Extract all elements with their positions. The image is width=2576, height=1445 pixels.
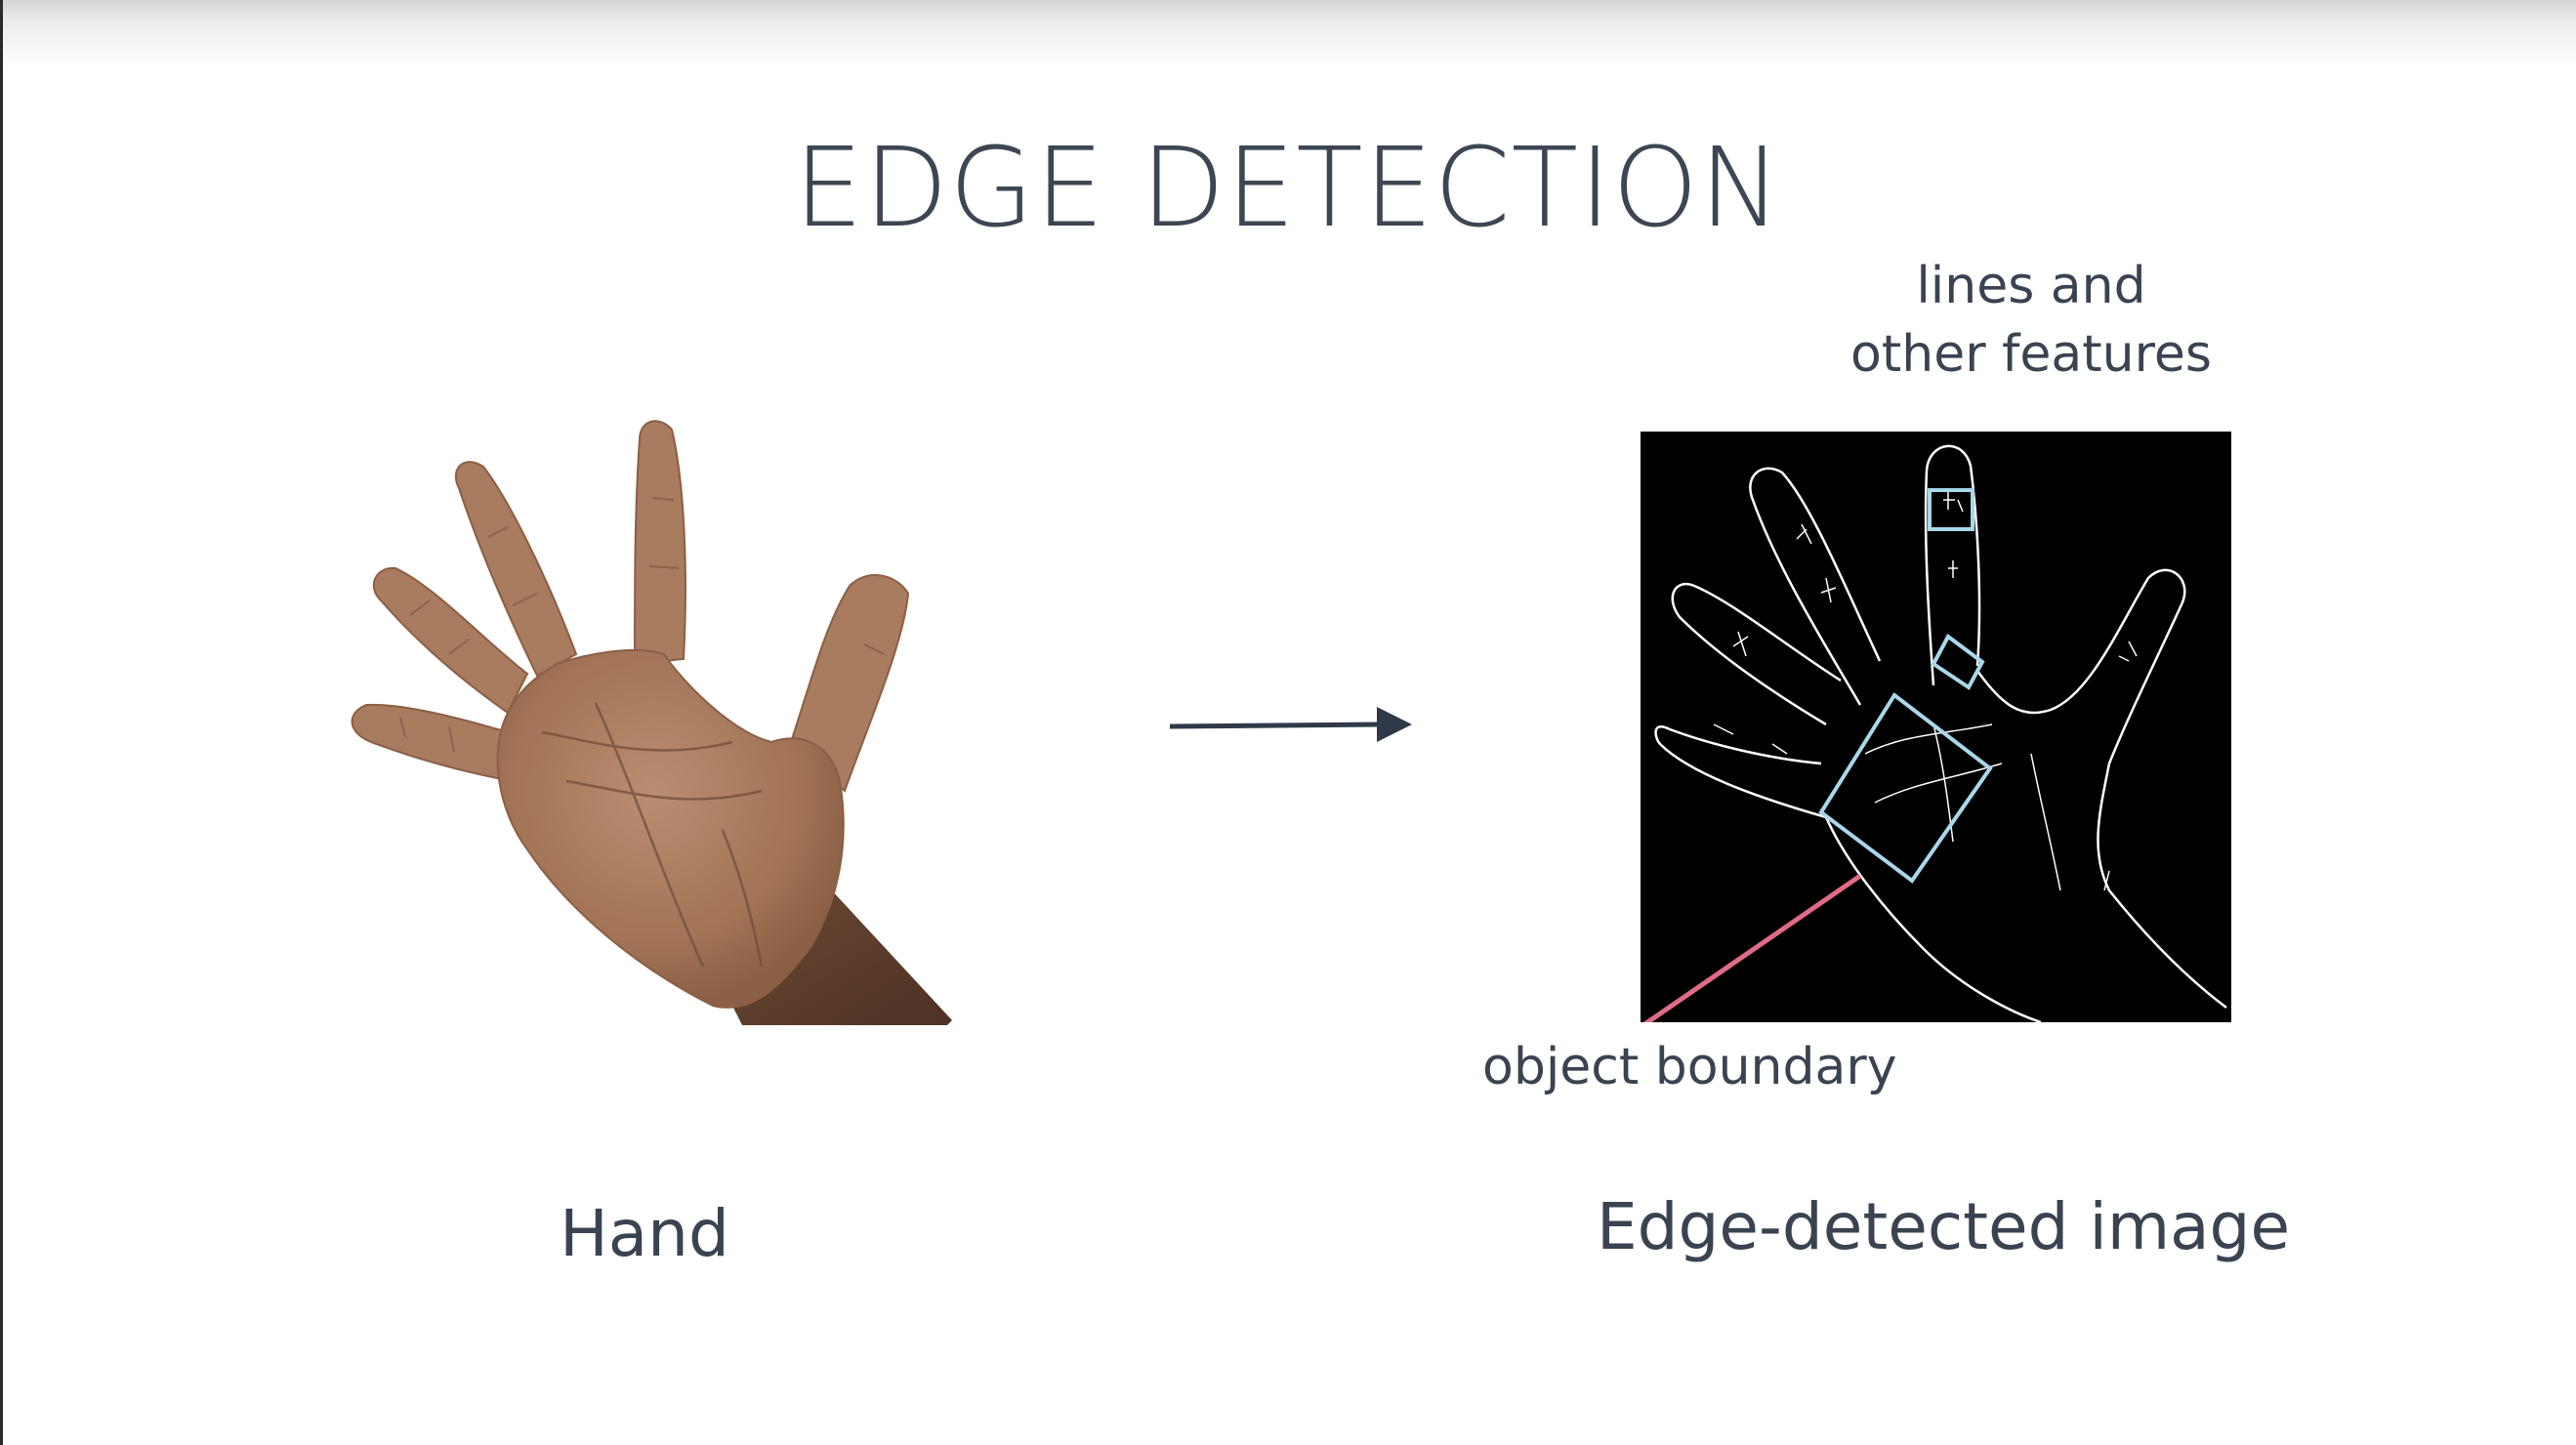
features-annotation: lines and other features [1826, 252, 2236, 389]
edge-detected-image [1641, 432, 2231, 1022]
edge-image-caption: Edge-detected image [1596, 1189, 2291, 1264]
left-border [0, 0, 3, 1445]
hand-image [351, 420, 952, 1025]
boundary-annotation: object boundary [1482, 1038, 1897, 1096]
page-title: EDGE DETECTION [794, 125, 1782, 252]
features-annotation-line2: other features [1850, 325, 2212, 384]
top-shadow [0, 0, 2576, 68]
features-annotation-line1: lines and [1916, 257, 2146, 315]
right-arrow-icon [1169, 707, 1412, 742]
hand-caption: Hand [560, 1196, 729, 1271]
